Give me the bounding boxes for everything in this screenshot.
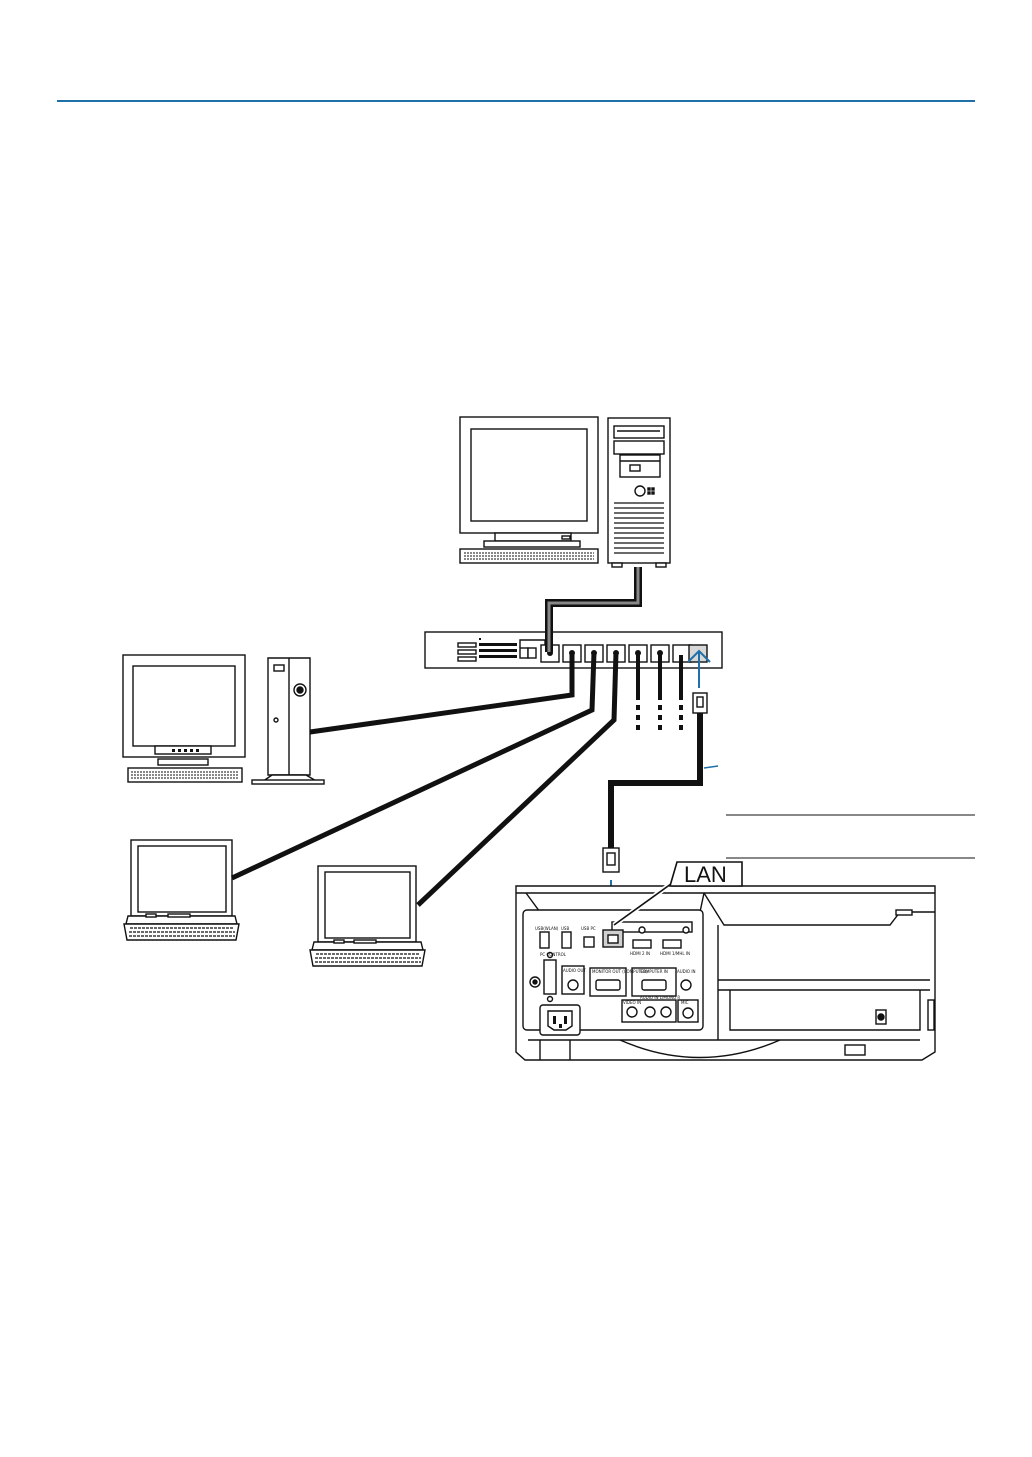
port-label-computer-in: COMPUTER IN (640, 969, 668, 974)
lan-plug-hub-end (692, 692, 708, 714)
lan-cable-callout (703, 765, 719, 769)
port-label-hdmi2: HDMI 2 IN (630, 951, 650, 956)
port-label-mic: MIC (681, 1000, 689, 1005)
port-label-usb-wlan: USB(WLAN) (535, 926, 559, 931)
port-label-video-in: VIDEO IN (623, 1000, 641, 1005)
port-label-monitor-out: MONITOR OUT (COMPUTER) (592, 969, 648, 974)
arrow-up-to-hub (687, 649, 711, 688)
laptop-left (123, 839, 240, 941)
cable-laptop-left-to-hub (230, 651, 597, 881)
port-label-audio-in-lr: AUDIO IN L/MONO R (640, 995, 680, 1000)
port-label-pc-control: PC CONTROL (540, 952, 567, 957)
port-label-hdmi1: HDMI 1/MHL IN (660, 951, 690, 956)
lan-badge: LAN (612, 861, 743, 928)
desktop-computer-top (459, 416, 671, 568)
hub-unused-port-cables (636, 655, 683, 732)
lan-cable (608, 713, 703, 848)
desktop-computer-left (122, 654, 325, 785)
port-label-audio-in: AUDIO IN (677, 969, 696, 974)
header-rule (57, 100, 975, 102)
port-label-audio-out: AUDIO OUT (563, 968, 586, 973)
cable-laptop-right-to-hub (416, 651, 619, 907)
cable-left-desktop-to-hub (309, 652, 575, 735)
lan-plug-projector-end (602, 847, 620, 873)
port-label-usb-pc: USB PC (581, 926, 596, 931)
projector: USB(WLAN) USB USB PC HDMI 2 IN HDMI 1/MH… (515, 885, 936, 1061)
lan-badge-label: LAN (684, 862, 727, 887)
port-label-usb: USB (561, 926, 569, 931)
laptop-right (309, 865, 426, 967)
